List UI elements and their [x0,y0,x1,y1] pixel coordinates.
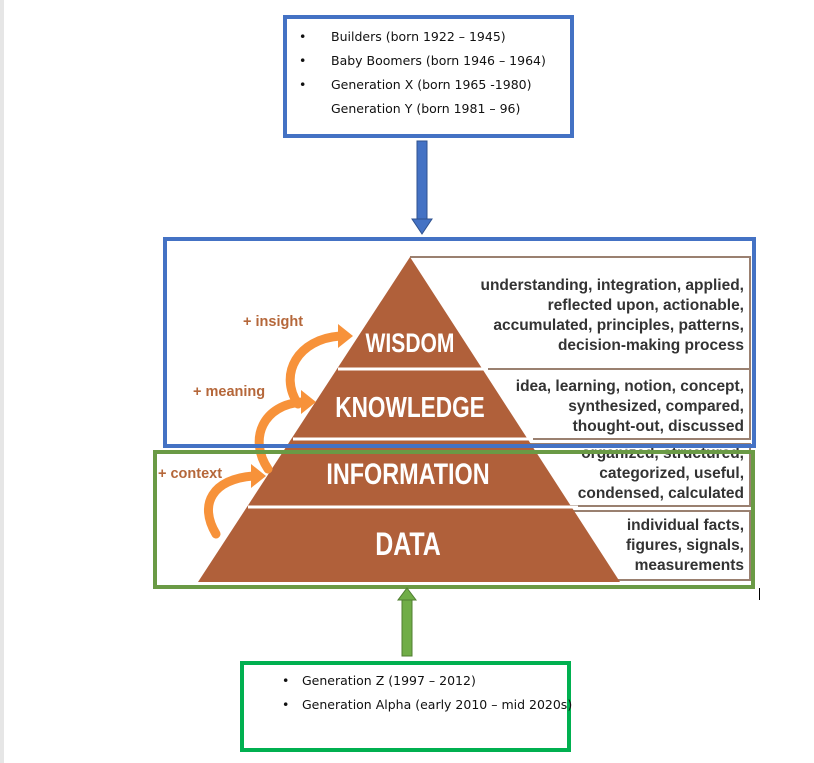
list-item: Generation Y (born 1981 – 96) [331,101,521,116]
list-item: Generation Alpha (early 2010 – mid 2020s… [246,693,572,717]
plus-meaning-label: + meaning [193,384,266,400]
up-arrow [397,587,417,657]
plus-context-label: + context [158,466,223,482]
knowledge-description: idea, learning, notion, concept,synthesi… [515,378,744,435]
list-item: Generation Z (1997 – 2012) [246,669,572,693]
text-cursor [759,588,760,600]
down-arrow [411,140,433,235]
younger-generations-box: Generation Z (1997 – 2012) Generation Al… [240,661,572,752]
level-knowledge: KNOWLEDGE [335,392,485,424]
context-arrow-icon [203,471,258,539]
level-wisdom: WISDOM [365,328,455,358]
wisdom-description: understanding, integration, applied,refl… [480,277,744,354]
pyramid-shape [198,257,620,582]
insight-arrow-icon [285,331,345,409]
upper-frame-blue [163,237,756,448]
list-item: Baby Boomers (born 1946 – 1964) [295,49,546,73]
dikw-pyramid [148,254,758,586]
level-data: DATA [375,526,441,562]
meaning-arrow-icon [254,397,308,474]
older-generations-box: Builders (born 1922 – 1945) Baby Boomers… [283,15,574,138]
list-item: Builders (born 1922 – 1945) [295,25,546,49]
lower-frame-green [153,450,755,589]
list-item: Generation X (born 1965 -1980) [295,73,546,97]
data-description: individual facts,figures, signals,measur… [625,517,744,574]
level-information: INFORMATION [326,458,490,491]
page-edge [0,0,4,763]
plus-insight-label: + insight [243,314,304,330]
